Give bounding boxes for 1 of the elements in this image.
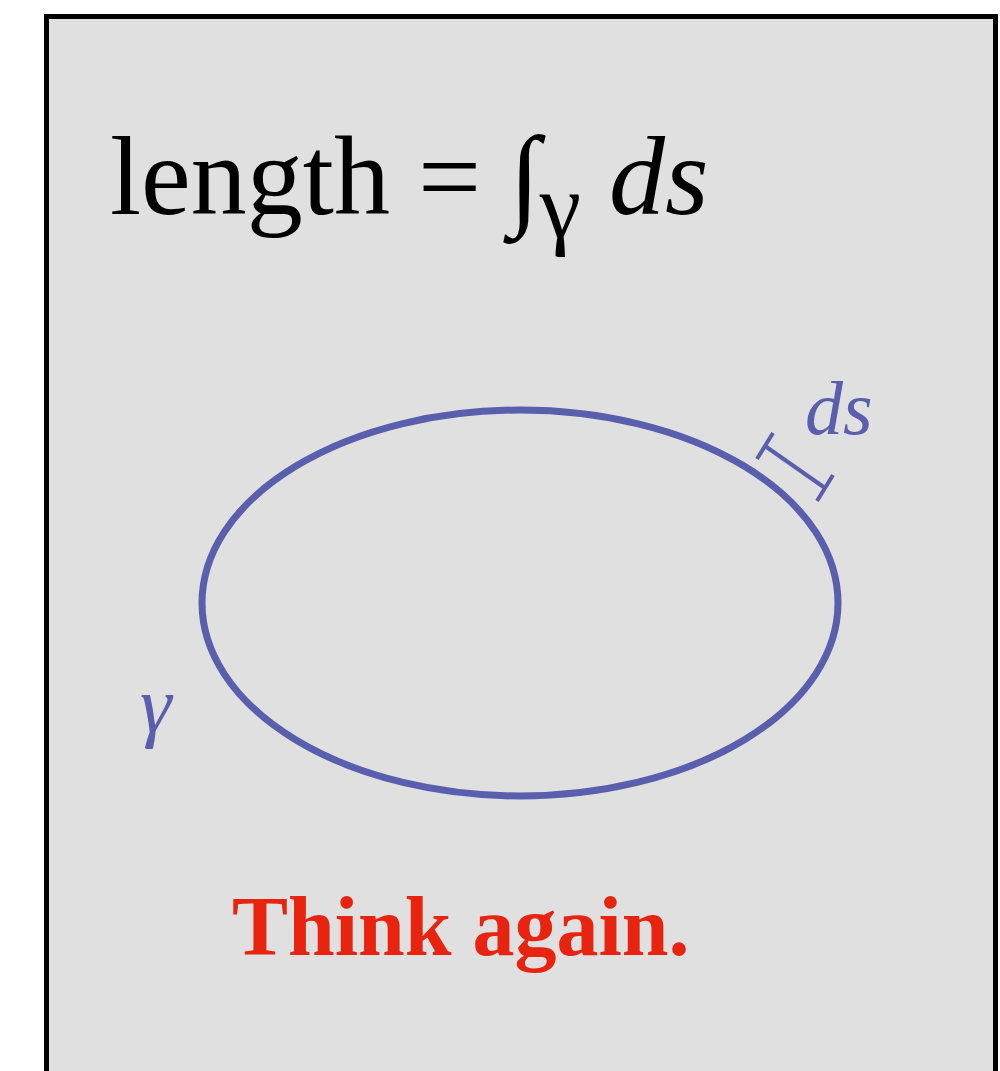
curve-element-label: ds [805, 370, 873, 446]
